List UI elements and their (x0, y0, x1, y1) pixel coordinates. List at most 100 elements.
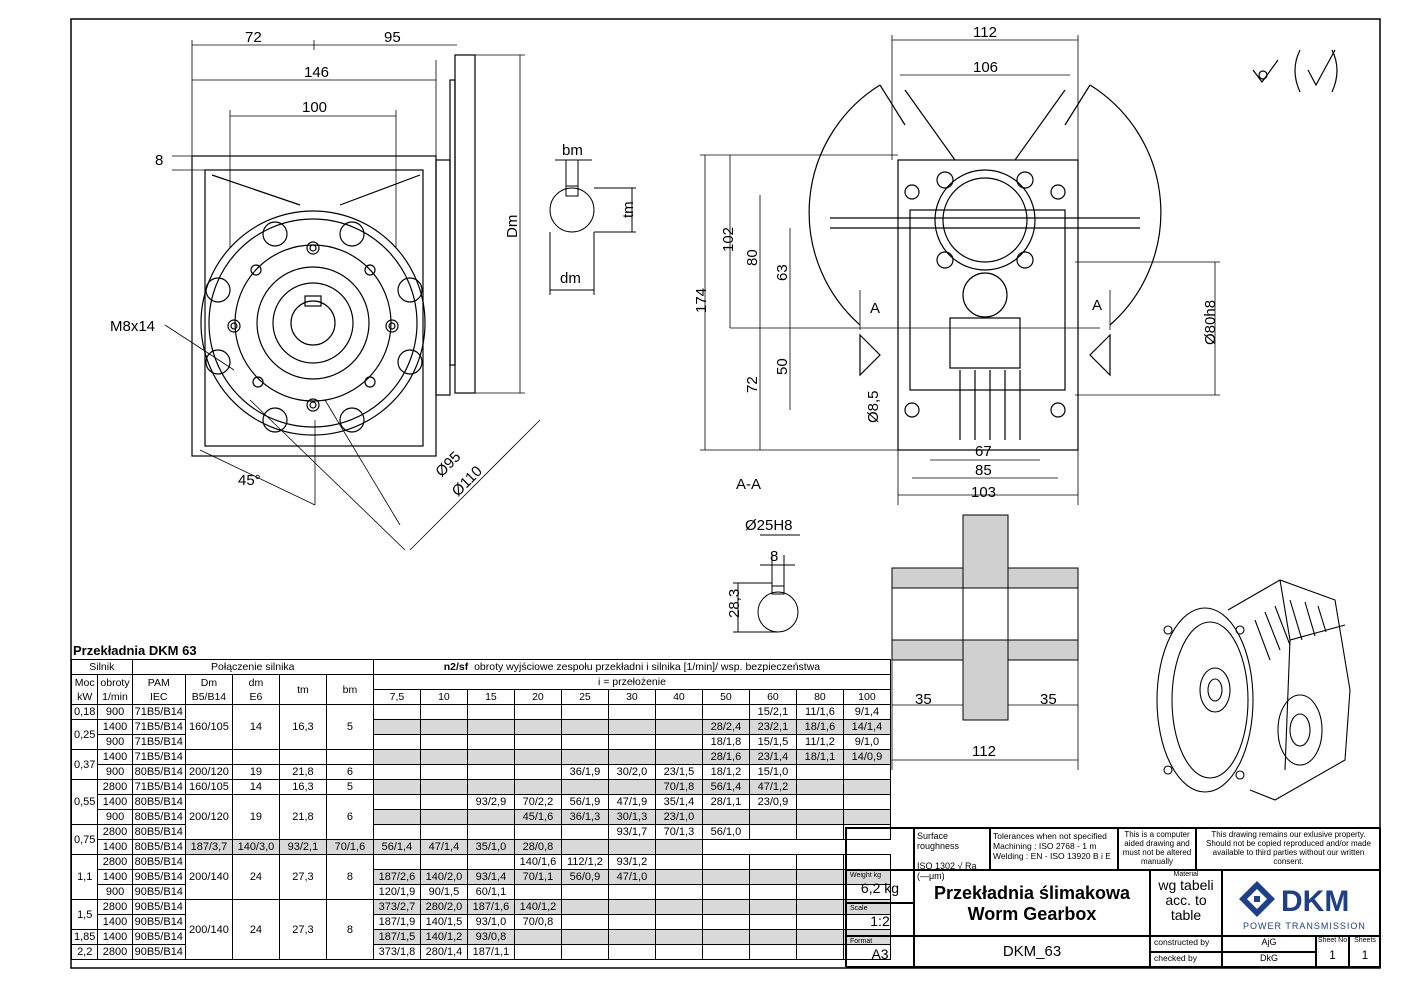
dim-8-shaft: 8 (770, 548, 778, 565)
tb-format: Format A3 (846, 936, 914, 968)
cell-ratio-value (607, 914, 656, 930)
cell-obroty: 900 (97, 704, 133, 720)
ratio-header: 80 (795, 689, 844, 705)
cell-ratio-value (419, 794, 468, 810)
dim-67: 67 (975, 443, 992, 460)
cell-dm: 160/105 (184, 779, 233, 795)
cell-ratio-value (748, 944, 797, 960)
tb-sheet-no: Sheet No 1 (1316, 936, 1349, 968)
dim-d25h8: Ø25H8 (745, 517, 793, 534)
cell-dm: 160/105 (184, 704, 233, 750)
cell-ratio-value (607, 704, 656, 720)
tb-tolerances: Tolerances when not specified Machining … (990, 828, 1118, 870)
cell-obroty: 2800 (97, 779, 133, 795)
cell-obroty: 1400 (97, 869, 133, 885)
cell-ratio-value (795, 899, 844, 915)
cell-ratio-value: 93/0,8 (466, 929, 515, 945)
cell-ratio-value (372, 734, 421, 750)
tb-scale: Scale 1:2 (846, 903, 914, 936)
cell-ratio-value (419, 719, 468, 735)
dim-45deg: 45° (238, 472, 261, 489)
cell-ratio-value (795, 794, 844, 810)
dim-d80h8: Ø80h8 (1202, 300, 1219, 345)
cell-ratio-value: 187/1,5 (372, 929, 421, 945)
cell-ratio-value: 30/2,0 (607, 764, 656, 780)
cell-ratio-value (419, 779, 468, 795)
cell-ratio-value (842, 944, 891, 960)
dim-72-side: 72 (744, 376, 761, 393)
cell-ratio-value (654, 734, 703, 750)
logo-sub: POWER TRANSMISSION (1243, 921, 1366, 931)
cell-ratio-value (654, 749, 703, 765)
dim-dm: dm (560, 270, 581, 287)
cell-dm: 200/120 (184, 764, 233, 780)
cell-obroty: 2800 (97, 944, 133, 960)
cell-ratio-value: 15/1,5 (748, 734, 797, 750)
dkm-logo-icon: DKM POWER TRANSMISSION (1239, 881, 1366, 931)
cell-ratio-value: 9/1,4 (842, 704, 891, 720)
cell-ratio-value: 36/1,3 (560, 809, 609, 825)
dim-72: 72 (245, 29, 262, 46)
cell-ratio-value: 56/1,4 (372, 839, 421, 855)
dim-bm: bm (562, 142, 583, 159)
cell-ratio-value: 70/1,3 (654, 824, 703, 840)
cell-ratio-value: 11/1,6 (795, 704, 844, 720)
ratio-table: Silnik Połączenie silnika n2/sf obroty w… (70, 659, 891, 960)
cell-ratio-value: 23/0,9 (748, 794, 797, 810)
tb-material: Material wg tabeli acc. to table (1150, 870, 1222, 936)
cell-obroty: 2800 (97, 824, 133, 840)
cell-ratio-value (466, 749, 515, 765)
roughness-symbol (1252, 49, 1338, 93)
front-view (164, 40, 541, 551)
cell-ratio-value (372, 809, 421, 825)
cell-ratio-value (607, 884, 656, 900)
cell-ratio-value (748, 914, 797, 930)
cell-moc: 1,1 (70, 854, 99, 900)
dim-95: 95 (384, 29, 401, 46)
cell-moc: 0,25 (70, 719, 99, 750)
cell-ratio-value: 187/1,9 (372, 914, 421, 930)
cell-obroty: 900 (97, 884, 133, 900)
cell-ratio-value (701, 704, 750, 720)
n2sf-label: n2/sf (443, 661, 469, 673)
cell-ratio-value: 93/1,2 (607, 854, 656, 870)
cell-ratio-value: 56/1,9 (560, 794, 609, 810)
cell-ratio-value (419, 824, 468, 840)
cell-pam: 71B5/B14 (131, 779, 186, 795)
header-silnik: Silnik (71, 659, 133, 675)
cell-ratio-value (607, 899, 656, 915)
tb-checked: DkG (1222, 952, 1316, 968)
cell-ratio-value (560, 824, 609, 840)
cell-bm (325, 749, 374, 765)
tb-weight: Weight kg 6,2 kg (846, 870, 914, 903)
cell-ratio-value: 187/1,6 (466, 899, 515, 915)
cell-ratio-value: 47/1,4 (419, 839, 468, 855)
dim-8: 8 (155, 152, 163, 169)
cell-bm: 8 (325, 854, 374, 900)
cell-ratio-value (607, 929, 656, 945)
cell-ratio-value (748, 929, 797, 945)
cell-ratio-value: 28/0,8 (513, 839, 562, 855)
cell-ratio-value (513, 749, 562, 765)
tb-title: Przekładnia ślimakowa Worm Gearbox (914, 870, 1150, 936)
cell-ratio-value (748, 884, 797, 900)
ratio-header: 100 (842, 689, 891, 705)
cell-dm: 200/140 (184, 899, 233, 960)
dim-85: 85 (975, 462, 992, 479)
cell-ratio-value (560, 779, 609, 795)
cell-ratio-value (560, 839, 609, 855)
cell-ratio-value: 47/1,9 (607, 794, 656, 810)
header-tm: tm (278, 674, 327, 705)
ratio-header: 40 (654, 689, 703, 705)
ratio-header: 10 (419, 689, 468, 705)
cell-ratio-value (372, 764, 421, 780)
cell-ratio-value (654, 899, 703, 915)
cell-bm: 6 (325, 794, 374, 840)
isometric-view (1156, 579, 1351, 801)
